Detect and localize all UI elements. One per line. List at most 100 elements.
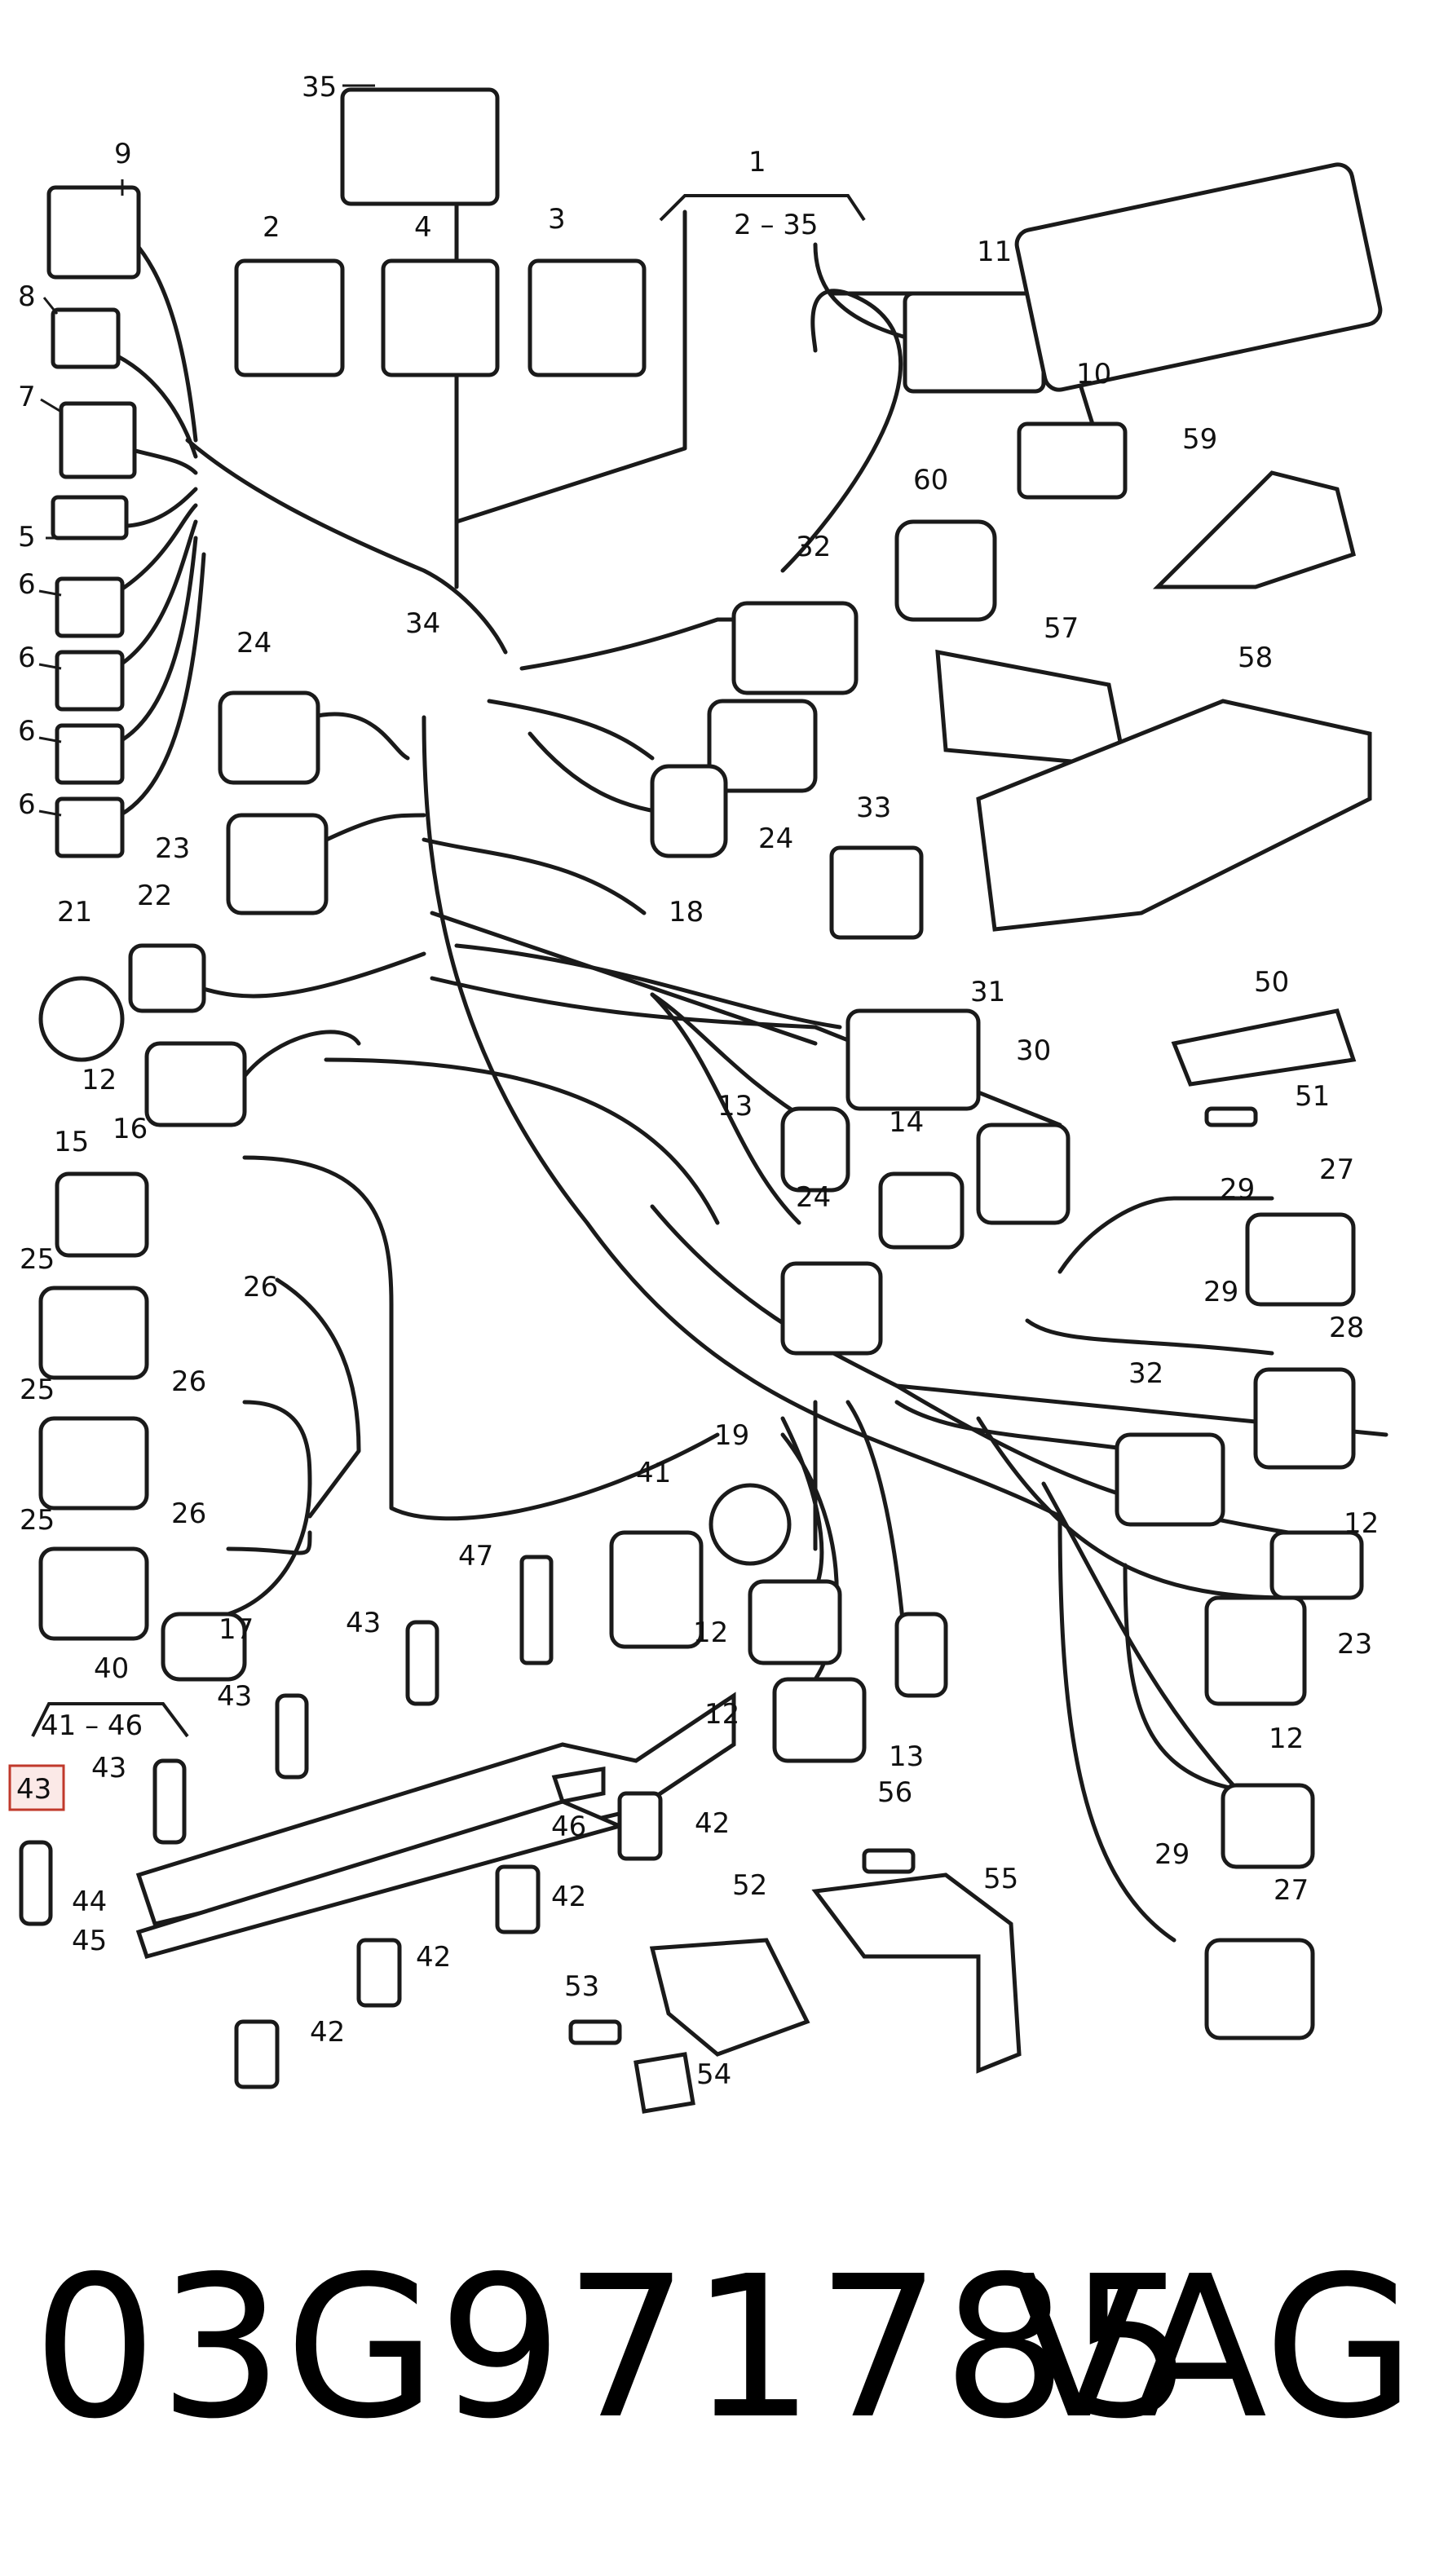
callout-label-56: 56 [877,1776,912,1809]
part-35-housing [340,87,500,206]
part-46-clip [551,1767,606,1804]
part-4-connector [381,258,500,377]
callout-label-29: 29 [1203,1276,1238,1308]
part-53-bolt [568,2019,622,2045]
callout-label-53: 53 [564,1970,599,2003]
part-50-bracket [1171,1008,1357,1087]
highlighted-label[interactable]: 43 [16,1773,51,1806]
part-12-connector-right-low [1221,1783,1315,1869]
callout-label-23: 23 [1337,1628,1372,1661]
part-27-connector-bottom [1204,1938,1315,2040]
callout-label-12: 12 [1269,1722,1304,1755]
part-33-component [829,845,924,940]
part-15-connector [55,1171,149,1258]
callout-label-43: 43 [91,1752,126,1784]
part-57-bracket [935,649,1128,769]
part-28-connector [1253,1367,1356,1470]
part-13-elbow-lower [894,1612,948,1698]
callout-label-59: 59 [1182,423,1217,456]
group-40-number: 40 [94,1652,129,1685]
callout-label-8: 8 [18,280,36,313]
callout-label-43: 43 [217,1680,252,1713]
callout-label-18: 18 [669,896,704,929]
callout-label-42: 42 [695,1807,730,1840]
part-25-connector-a [38,1286,149,1380]
callout-label-12: 12 [693,1617,728,1649]
callout-label-60: 60 [913,464,948,496]
part-24-connector-low [780,1261,883,1356]
callout-label-24: 24 [236,627,272,659]
callout-label-29: 29 [1154,1838,1190,1871]
part-11-box [903,291,1046,394]
callout-label-26: 26 [171,1498,206,1530]
part-43-sensor-b [275,1693,309,1780]
part-number: 03G971785 [33,2234,1195,2462]
part-54-clip [634,2052,695,2114]
callout-label-42: 42 [551,1881,586,1913]
callout-label-32: 32 [796,531,831,563]
part-5-clip [51,495,129,540]
part-25-connector-c [38,1546,149,1641]
callout-label-9: 9 [114,138,132,170]
callout-label-6: 6 [18,715,36,748]
part-6-connector-b [55,650,125,712]
callout-label-13: 13 [717,1090,753,1123]
part-19-round-connector [709,1483,792,1566]
callout-label-2: 2 [263,211,280,244]
part-27-connector-top [1245,1212,1356,1307]
part-6-connector-a [55,576,125,638]
callout-label-6: 6 [18,642,36,674]
callout-label-3: 3 [548,203,566,236]
part-2-connector [234,258,345,377]
group-brackets [31,194,866,1738]
callout-label-19: 19 [714,1419,749,1452]
group-1-range: 2 – 35 [734,209,819,241]
part-9-connector [46,185,141,280]
part-12-connector-lower [772,1677,867,1763]
part-12-connector-center [748,1579,842,1665]
part-55-bracket [811,1872,1022,2074]
callout-label-14: 14 [889,1106,924,1139]
part-59-bracket [1152,470,1356,589]
callout-label-7: 7 [18,381,36,413]
part-41-connector [609,1530,704,1649]
callout-label-10: 10 [1076,358,1111,390]
callout-label-25: 25 [20,1504,55,1537]
part-42-plug-d [617,1791,663,1861]
part-13-elbow [780,1106,850,1193]
part-24-connector-left [218,690,320,785]
callout-label-46: 46 [551,1811,586,1843]
group-1-number: 1 [748,146,766,179]
part-42-plug-b [356,1938,402,2008]
part-30-connector [976,1123,1071,1225]
control-unit [1014,162,1383,392]
callout-label-42: 42 [416,1941,451,1974]
callout-label-55: 55 [983,1863,1018,1895]
callout-label-6: 6 [18,788,36,821]
callout-label-15: 15 [54,1126,89,1158]
group-40-range: 41 – 46 [41,1709,143,1742]
part-18-connector [650,764,728,858]
harness-wires [46,193,1388,1943]
callout-label-12: 12 [82,1064,117,1096]
callout-label-33: 33 [856,792,891,824]
callout-label-52: 52 [732,1869,767,1902]
part-43-sensor-a [152,1758,187,1845]
part-60-clamp [894,519,997,622]
callout-label-12: 12 [1344,1507,1379,1540]
part-47-bolt [519,1555,554,1665]
callout-label-54: 54 [696,2058,731,2091]
callout-label-24: 24 [796,1181,831,1214]
part-12-connector-right-top [1269,1530,1364,1600]
part-31-connector [845,1008,981,1111]
part-22-connector [128,943,206,1013]
part-17-sensor [161,1612,247,1682]
callout-label-41: 41 [636,1457,671,1489]
callout-label-42: 42 [310,2016,345,2049]
part-42-plug-a [234,2019,280,2089]
part-14-connector [878,1171,965,1250]
callout-label-6: 6 [18,568,36,601]
part-51-bolt [1204,1106,1258,1127]
part-25-connector-b [38,1416,149,1511]
